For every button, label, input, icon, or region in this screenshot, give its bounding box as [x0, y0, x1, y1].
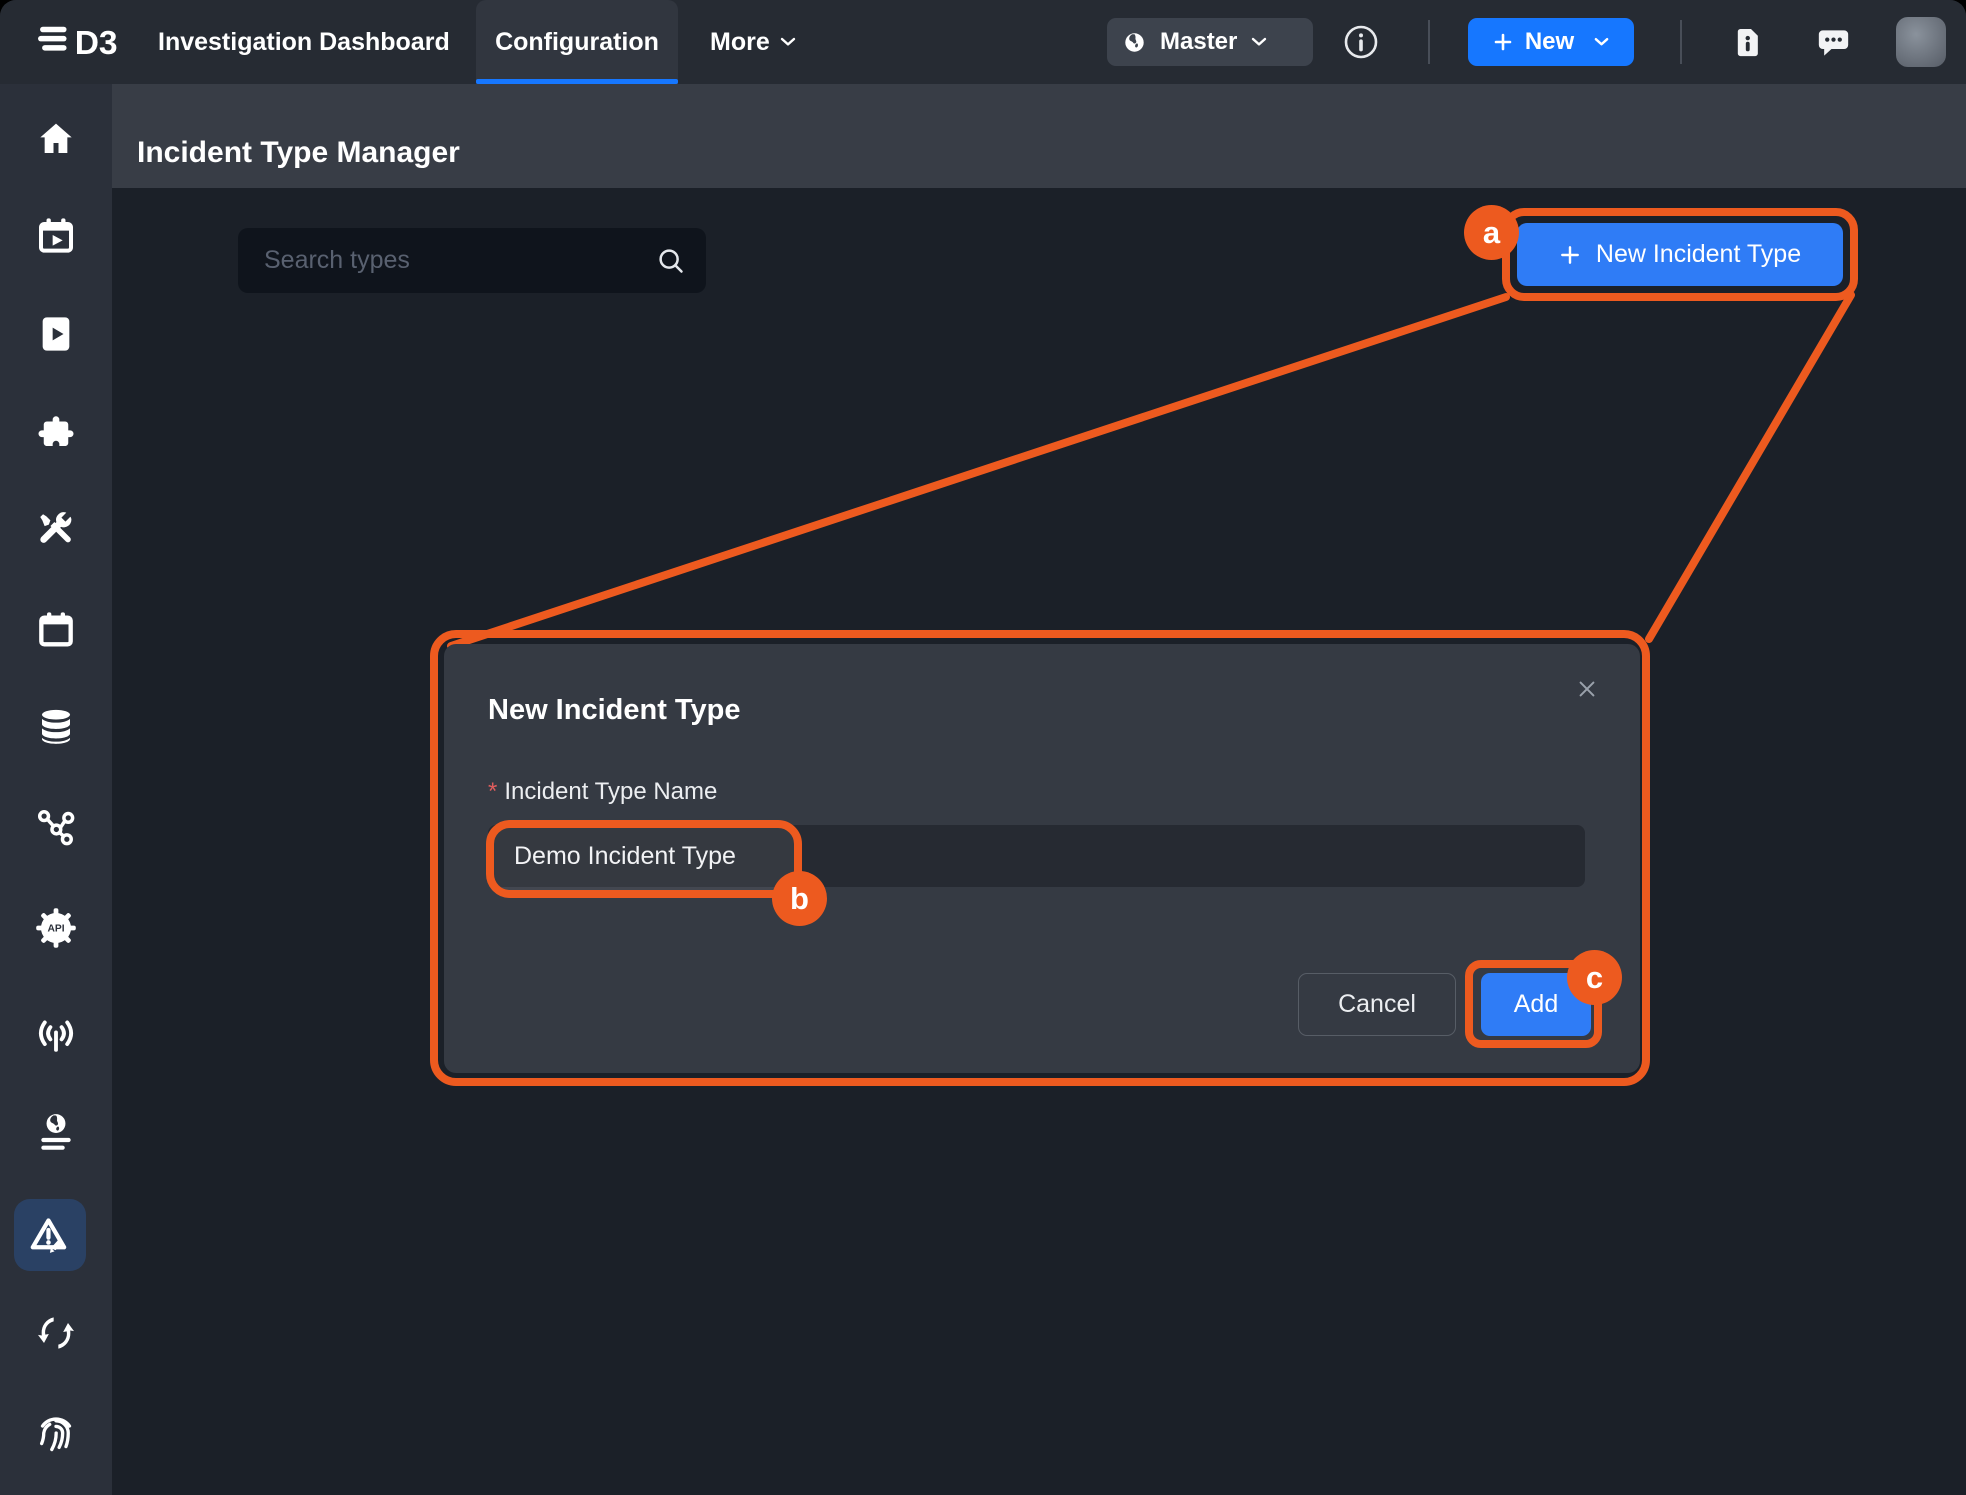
page-title: Incident Type Manager [137, 136, 460, 170]
topbar-divider [1680, 20, 1682, 64]
sidebar-item-global-lists[interactable] [0, 1110, 112, 1156]
incident-type-name-input[interactable] [488, 825, 1585, 887]
topbar: D3 Investigation Dashboard Configuration… [0, 0, 1966, 84]
chat-icon [1818, 30, 1849, 56]
tools-icon [40, 512, 72, 543]
puzzle-icon [38, 416, 74, 446]
release-notes-button[interactable] [1732, 24, 1763, 66]
chevron-down-icon [1594, 37, 1609, 46]
chevron-down-icon [780, 37, 795, 46]
info-icon [1344, 25, 1378, 59]
search-box [238, 228, 706, 293]
active-tab-underline [476, 79, 678, 84]
sidebar-item-utilities[interactable] [0, 507, 112, 553]
broadcast-icon [38, 1020, 74, 1052]
d3-logo[interactable]: D3 [36, 20, 148, 62]
sidebar-item-playbooks[interactable] [0, 311, 112, 357]
more-label: More [710, 27, 770, 56]
database-icon [42, 709, 70, 744]
tab-label: Configuration [495, 27, 659, 56]
new-incident-type-label: New Incident Type [1595, 240, 1802, 268]
modal-title: New Incident Type [488, 694, 741, 727]
more-menu[interactable]: More [710, 0, 796, 84]
plus-icon [1494, 33, 1512, 51]
sidebar: API [0, 84, 112, 1495]
home-icon [40, 123, 72, 153]
annotation-badge-a: a [1464, 205, 1519, 260]
cancel-button[interactable]: Cancel [1298, 973, 1456, 1036]
sidebar-item-event-playbook[interactable] [0, 213, 112, 259]
search-input[interactable] [238, 246, 656, 275]
share-nodes-icon [37, 810, 75, 846]
sidebar-item-audit[interactable] [0, 1409, 112, 1455]
close-icon [1579, 681, 1595, 697]
tenant-selector[interactable]: Master [1107, 18, 1313, 66]
d3-logo-icon: D3 [38, 25, 118, 62]
required-marker: * [488, 778, 498, 805]
chat-button[interactable] [1815, 27, 1852, 64]
sidebar-item-incident-types[interactable] [14, 1199, 86, 1271]
new-button[interactable]: New [1468, 18, 1634, 66]
tab-label: Investigation Dashboard [158, 27, 450, 56]
sidebar-item-api[interactable]: API [0, 905, 112, 951]
modal-close-button[interactable] [1570, 672, 1604, 706]
calendar-icon [39, 612, 73, 647]
new-incident-type-modal: New Incident Type * Incident Type Name C… [444, 644, 1640, 1073]
incident-type-name-label: * Incident Type Name [488, 778, 718, 805]
search-icon[interactable] [656, 246, 686, 276]
calendar-play-icon [39, 218, 73, 253]
api-gear-icon: API [36, 908, 76, 948]
avatar[interactable] [1896, 17, 1946, 67]
sidebar-item-data-management[interactable] [0, 704, 112, 750]
tenant-label: Master [1160, 28, 1238, 55]
incident-edit-icon [30, 1218, 67, 1253]
sidebar-item-data-ingestion[interactable] [0, 1012, 112, 1058]
fingerprint-icon [39, 1417, 72, 1452]
sidebar-item-schedules[interactable] [0, 607, 112, 653]
tab-configuration[interactable]: Configuration [476, 0, 678, 84]
sidebar-item-home[interactable] [0, 116, 112, 162]
globe-rules-icon [41, 1114, 71, 1150]
document-info-icon [1737, 28, 1758, 57]
new-incident-type-button[interactable]: New Incident Type [1517, 223, 1843, 286]
sidebar-item-integrations[interactable] [0, 409, 112, 455]
plus-icon [1560, 245, 1579, 264]
info-button[interactable] [1343, 24, 1379, 65]
annotation-badge-b: b [772, 871, 827, 926]
sync-icon [38, 1317, 74, 1349]
page-header [112, 84, 1966, 188]
sidebar-item-sync[interactable] [0, 1310, 112, 1356]
svg-text:D3: D3 [75, 25, 118, 62]
topbar-divider [1428, 20, 1430, 64]
video-library-icon [42, 317, 70, 351]
svg-text:API: API [47, 924, 64, 935]
sidebar-item-connections[interactable] [0, 804, 112, 850]
tab-investigation-dashboard[interactable]: Investigation Dashboard [158, 0, 450, 84]
new-button-label: New [1524, 28, 1575, 55]
globe-icon [1125, 32, 1144, 52]
chevron-down-icon [1252, 37, 1267, 46]
annotation-badge-c: c [1567, 950, 1622, 1005]
